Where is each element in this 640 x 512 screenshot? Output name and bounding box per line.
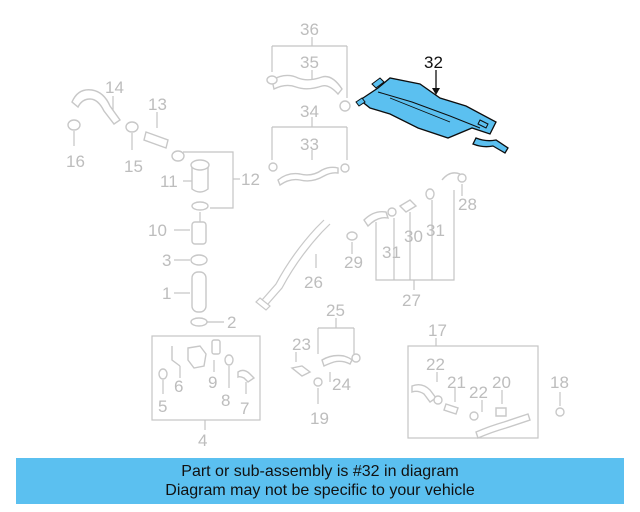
label-31: 31 xyxy=(382,243,401,262)
label-2: 2 xyxy=(227,313,236,332)
group-36 xyxy=(266,37,351,112)
label-23: 23 xyxy=(292,335,311,354)
label-25: 25 xyxy=(326,301,345,320)
label-24: 24 xyxy=(332,375,351,394)
label-1: 1 xyxy=(162,284,171,303)
caption-bar: Part or sub-assembly is #32 in diagram D… xyxy=(16,458,624,504)
label-35: 35 xyxy=(300,53,319,72)
label-32: 32 xyxy=(424,53,443,72)
label-18: 18 xyxy=(550,373,569,392)
group-10-3-1-2 xyxy=(174,221,224,327)
label-9: 9 xyxy=(208,373,217,392)
label-11: 11 xyxy=(160,172,178,191)
label-31b: 31 xyxy=(426,221,445,240)
group-26 xyxy=(255,219,331,311)
label-13: 13 xyxy=(148,95,167,114)
group-14-16 xyxy=(67,89,185,162)
label-22b: 22 xyxy=(469,383,488,402)
part-32-pipe-assembly[interactable] xyxy=(355,70,509,154)
group-4 xyxy=(151,335,261,430)
label-20: 20 xyxy=(492,373,511,392)
caption-line-2: Diagram may not be specific to your vehi… xyxy=(165,482,475,499)
caption-line-1: Part or sub-assembly is #32 in diagram xyxy=(181,463,459,480)
group-27-28-29 xyxy=(346,172,467,290)
label-19: 19 xyxy=(310,409,329,428)
label-10: 10 xyxy=(148,221,167,240)
label-6: 6 xyxy=(174,377,183,396)
label-21: 21 xyxy=(447,373,466,392)
label-17: 17 xyxy=(428,321,447,340)
label-14: 14 xyxy=(105,78,124,97)
label-28: 28 xyxy=(458,195,477,214)
label-22: 22 xyxy=(426,355,445,374)
label-33: 33 xyxy=(300,135,319,154)
label-15: 15 xyxy=(124,157,143,176)
label-26: 26 xyxy=(304,273,323,292)
label-16: 16 xyxy=(66,152,85,171)
label-12: 12 xyxy=(241,170,260,189)
label-7: 7 xyxy=(240,399,249,418)
label-36: 36 xyxy=(300,20,319,39)
group-34 xyxy=(268,117,350,187)
label-30: 30 xyxy=(404,227,423,246)
label-8: 8 xyxy=(221,391,230,410)
label-34: 34 xyxy=(300,102,319,121)
group-17 xyxy=(407,338,539,439)
label-5: 5 xyxy=(158,397,167,416)
label-3: 3 xyxy=(162,251,171,270)
label-4: 4 xyxy=(198,431,207,450)
group-25 xyxy=(290,318,361,404)
group-11-12 xyxy=(183,151,240,222)
label-27: 27 xyxy=(402,291,421,310)
label-29: 29 xyxy=(344,253,363,272)
group-18 xyxy=(555,392,565,417)
